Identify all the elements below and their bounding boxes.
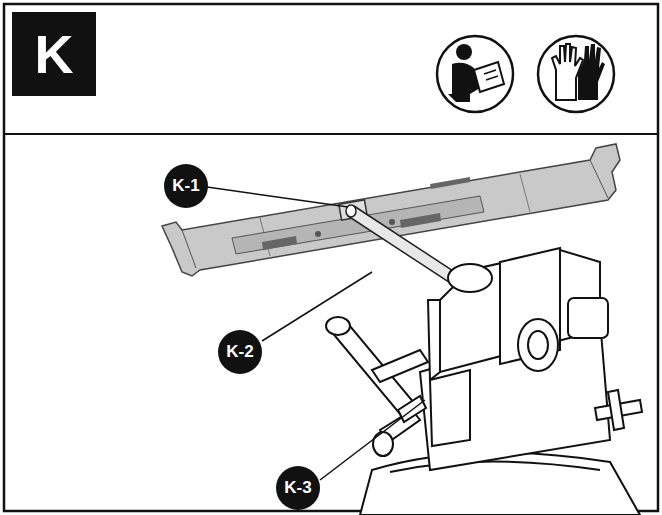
- callout-number: K-2: [218, 330, 262, 374]
- gloves-icon: [538, 36, 614, 112]
- read-manual-icon: [437, 36, 513, 112]
- leader-lines: [207, 187, 425, 480]
- callout-number: K-1: [164, 164, 208, 208]
- section-letter: K: [12, 12, 96, 96]
- callout-number: K-3: [276, 466, 320, 510]
- bench-vise: [326, 248, 642, 515]
